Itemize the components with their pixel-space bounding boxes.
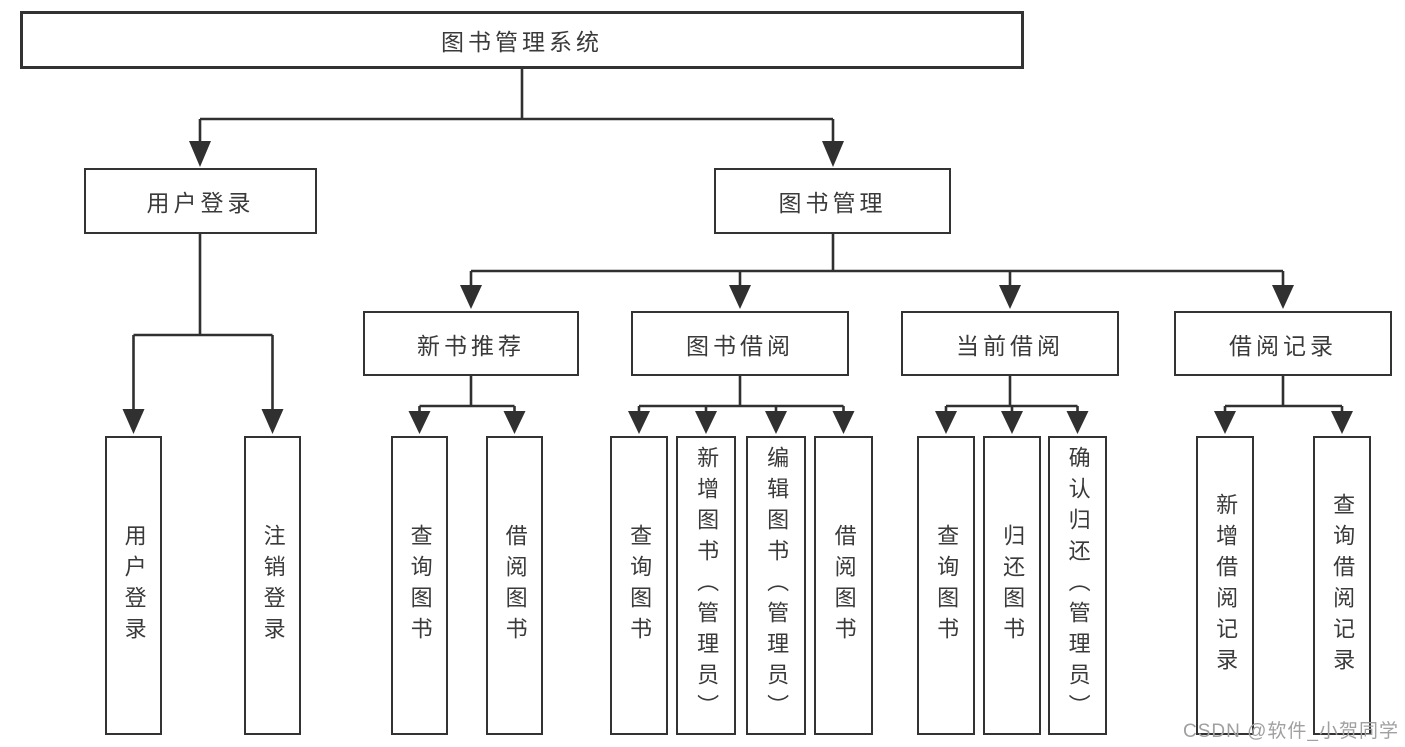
node-label: 归还图书 bbox=[1000, 523, 1026, 648]
node-borrow-records: 借阅记录 bbox=[1174, 311, 1392, 376]
csdn-watermark: CSDN @软件_小贺同学 bbox=[1183, 721, 1399, 742]
leaf-borrow-add-books-admin: 新增图书（管理员） bbox=[676, 436, 736, 735]
leaf-borrow-edit-books-admin: 编辑图书（管理员） bbox=[746, 436, 806, 735]
node-label: 新增图书（管理员） bbox=[694, 446, 720, 725]
node-label: 借阅记录 bbox=[1229, 332, 1337, 359]
node-label: 新书推荐 bbox=[417, 332, 525, 359]
leaf-recommend-query-books: 查询图书 bbox=[391, 436, 448, 735]
leaf-current-return-books: 归还图书 bbox=[983, 436, 1041, 735]
node-label: 查询图书 bbox=[407, 523, 433, 648]
node-label: 图书借阅 bbox=[686, 332, 794, 359]
node-label: 用户登录 bbox=[146, 190, 255, 216]
leaf-borrow-query-books: 查询图书 bbox=[610, 436, 668, 735]
node-new-book-recommend: 新书推荐 bbox=[363, 311, 579, 376]
leaf-borrow-borrow-books: 借阅图书 bbox=[814, 436, 873, 735]
leaf-user-login: 用户登录 bbox=[105, 436, 162, 735]
node-book-borrow: 图书借阅 bbox=[631, 311, 849, 376]
node-label: 当前借阅 bbox=[956, 332, 1064, 359]
node-label: 查询图书 bbox=[934, 523, 960, 648]
connector-records-to-leaves bbox=[1214, 375, 1353, 434]
node-user-login: 用户登录 bbox=[84, 168, 317, 234]
node-book-management: 图书管理 bbox=[714, 168, 951, 234]
connector-current-to-leaves bbox=[935, 375, 1089, 434]
node-label: 编辑图书（管理员） bbox=[764, 446, 790, 725]
node-current-borrow: 当前借阅 bbox=[901, 311, 1119, 376]
node-label: 用户登录 bbox=[121, 523, 147, 648]
leaf-current-query-books: 查询图书 bbox=[917, 436, 975, 735]
node-label: 图书管理系统 bbox=[441, 29, 603, 55]
leaf-records-query-record: 查询借阅记录 bbox=[1313, 436, 1371, 735]
connector-recommend-to-leaves bbox=[408, 375, 526, 434]
connector-borrow-to-leaves bbox=[628, 375, 855, 434]
connector-root-to-level2 bbox=[189, 69, 844, 167]
node-label: 新增借阅记录 bbox=[1213, 492, 1239, 679]
leaf-records-add-record: 新增借阅记录 bbox=[1196, 436, 1254, 735]
node-label: 借阅图书 bbox=[831, 523, 857, 648]
node-label: 查询图书 bbox=[627, 523, 653, 648]
connector-userlogin-to-leaves bbox=[122, 233, 284, 434]
node-label: 图书管理 bbox=[778, 190, 887, 216]
node-library-system: 图书管理系统 bbox=[20, 11, 1024, 69]
leaf-current-confirm-return-admin: 确认归还（管理员） bbox=[1048, 436, 1107, 735]
node-label: 查询借阅记录 bbox=[1330, 492, 1356, 679]
connector-bookmgmt-to-level3 bbox=[460, 233, 1294, 309]
leaf-logout: 注销登录 bbox=[244, 436, 301, 735]
node-label: 借阅图书 bbox=[502, 523, 528, 648]
node-label: 注销登录 bbox=[260, 523, 286, 648]
leaf-recommend-borrow-books: 借阅图书 bbox=[486, 436, 543, 735]
node-label: 确认归还（管理员） bbox=[1065, 446, 1091, 725]
